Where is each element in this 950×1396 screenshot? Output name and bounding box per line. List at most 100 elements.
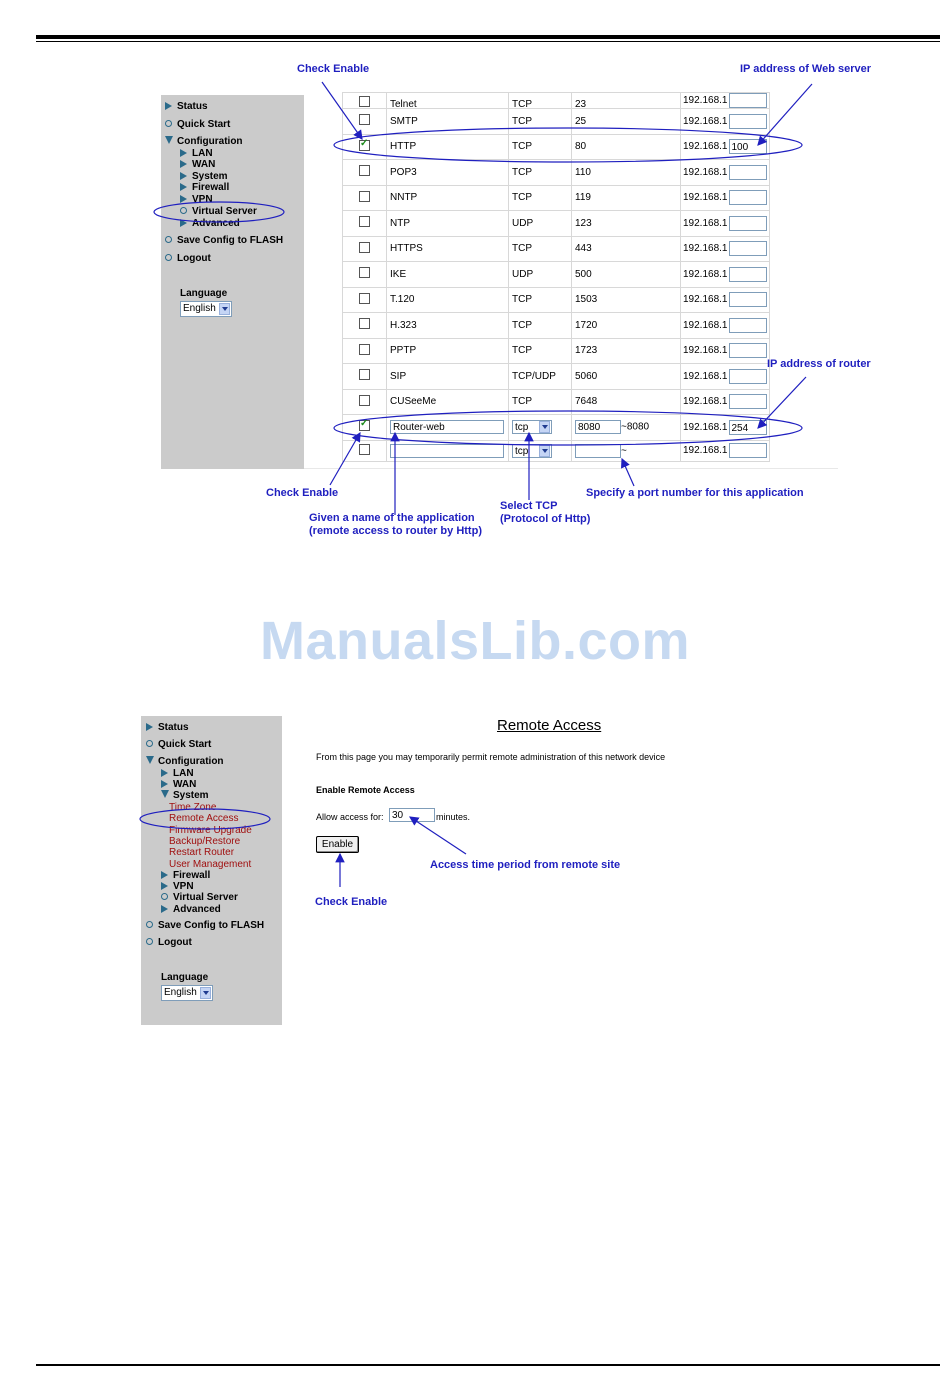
ip-prefix: 192.168.1 [683,166,728,178]
enable-checkbox[interactable] [359,418,370,432]
language-select[interactable]: English [161,985,213,1001]
sidebar-item-vpn[interactable]: VPN [180,194,213,205]
sidebar-item-firewall[interactable]: Firewall [180,182,229,193]
ip-last-octet-input[interactable] [728,368,767,384]
sidebar-item-advanced[interactable]: Advanced [180,218,240,229]
circle-icon [161,893,168,900]
triangle-right-icon [180,195,187,203]
enable-checkbox[interactable] [359,394,370,406]
sidebar-item-firewall[interactable]: Firewall [161,870,210,881]
protocol-cell: TCP [508,92,572,109]
service-port: 1720 [575,319,598,331]
ip-last-octet-input[interactable] [728,164,767,180]
sidebar-item-save-config-to-flash[interactable]: Save Config to FLASH [146,920,264,931]
enable-checkbox[interactable] [359,292,370,304]
service-port: 23 [575,99,587,109]
sidebar-item-virtual-server[interactable]: Virtual Server [161,892,238,903]
ip-last-octet-input[interactable] [728,343,767,359]
triangle-right-icon [180,183,187,191]
enable-checkbox[interactable] [359,443,370,455]
submenu-backup-restore[interactable]: Backup/Restore [169,835,241,847]
name-cell: PPTP [386,337,509,364]
enable-checkbox[interactable] [359,165,370,177]
enable-button[interactable]: Enable [316,836,359,853]
app-name-input[interactable]: Router-web [390,420,504,435]
circle-icon [146,938,153,945]
enable-checkbox[interactable] [359,369,370,381]
sidebar-item-lan[interactable]: LAN [161,768,194,779]
sidebar-item-wan[interactable]: WAN [180,159,215,170]
submenu-user-management[interactable]: User Management [169,858,252,870]
protocol-cell: tcp [508,414,572,441]
sidebar-item-advanced[interactable]: Advanced [161,904,221,915]
sidebar-item-status[interactable]: Status [146,722,189,733]
service-port: 443 [575,243,592,255]
sidebar-item-quick-start[interactable]: Quick Start [146,739,211,750]
ip-last-octet-input[interactable] [728,266,767,282]
sidebar-item-system[interactable]: System [161,790,209,801]
sidebar-item-configuration[interactable]: Configuration [146,756,224,767]
ip-last-octet-input[interactable] [728,443,767,458]
sidebar-item-label: Advanced [173,904,221,915]
sidebar-item-save-config-to-flash[interactable]: Save Config to FLASH [165,235,283,246]
checkbox-cell [342,337,387,364]
enable-checkbox[interactable] [359,216,370,228]
enable-checkbox[interactable] [359,267,370,279]
port-range-sep: ~ [621,445,627,457]
ip-last-octet-input[interactable] [728,190,767,206]
submenu-remote-access[interactable]: Remote Access [169,813,239,825]
enable-checkbox[interactable] [359,343,370,355]
protocol-select[interactable]: tcp [512,443,552,458]
ip-last-octet-input[interactable] [728,241,767,257]
port-from-input[interactable] [575,443,621,458]
highlight-remote-access [139,808,271,830]
sidebar-item-system[interactable]: System [180,171,228,182]
sidebar-item-wan[interactable]: WAN [161,779,196,790]
enable-checkbox[interactable] [359,96,370,107]
sidebar-item-configuration[interactable]: Configuration [165,136,243,147]
triangle-right-icon [161,905,168,913]
enable-checkbox[interactable] [359,318,370,330]
sidebar-remote-access [141,716,282,1025]
app-name-input[interactable] [390,443,504,458]
note-select-tcp-line1: Select TCP [500,500,558,512]
sidebar-item-quick-start[interactable]: Quick Start [165,119,230,130]
sidebar-item-label: WAN [192,159,216,170]
protocol-cell: TCP/UDP [508,363,572,390]
sidebar-item-vpn[interactable]: VPN [161,881,194,892]
language-select[interactable]: English [180,301,232,317]
enable-checkbox[interactable] [359,138,370,151]
sidebar-item-lan[interactable]: LAN [180,148,213,159]
submenu-firmware-upgrade[interactable]: Firmware Upgrade [169,824,252,836]
note-app-name-line1: Given a name of the application [309,512,475,524]
service-name: NTP [390,217,410,229]
ip-last-octet-input[interactable] [728,292,767,308]
page-description: From this page you may temporarily permi… [316,752,666,762]
ip-last-octet-input[interactable] [728,113,767,129]
sidebar-item-virtual-server[interactable]: Virtual Server [180,206,257,217]
sidebar-item-logout[interactable]: Logout [146,937,192,948]
service-protocol: UDP [512,268,534,280]
service-port: 7648 [575,396,598,408]
ip-last-octet-input[interactable] [728,215,767,231]
submenu-time-zone[interactable]: Time Zone [169,802,217,813]
sidebar-item-label: Configuration [177,136,243,147]
ip-last-octet-input[interactable]: 100 [728,139,767,155]
enable-checkbox[interactable] [359,190,370,202]
protocol-select[interactable]: tcp [512,420,552,435]
submenu-restart-router[interactable]: Restart Router [169,847,235,859]
highlight-http-row [333,127,803,163]
name-cell: IKE [386,261,509,288]
ip-last-octet-input[interactable] [728,93,767,108]
port-from-input[interactable]: 8080 [575,420,621,435]
ip-last-octet-input[interactable] [728,317,767,333]
enable-checkbox[interactable] [359,241,370,253]
service-name: T.120 [390,294,415,306]
checkbox-cell [342,312,387,339]
sidebar-item-logout[interactable]: Logout [165,253,211,264]
enable-checkbox[interactable] [359,114,370,126]
ip-last-octet-input[interactable] [728,394,767,410]
sidebar-item-status[interactable]: Status [165,101,208,112]
